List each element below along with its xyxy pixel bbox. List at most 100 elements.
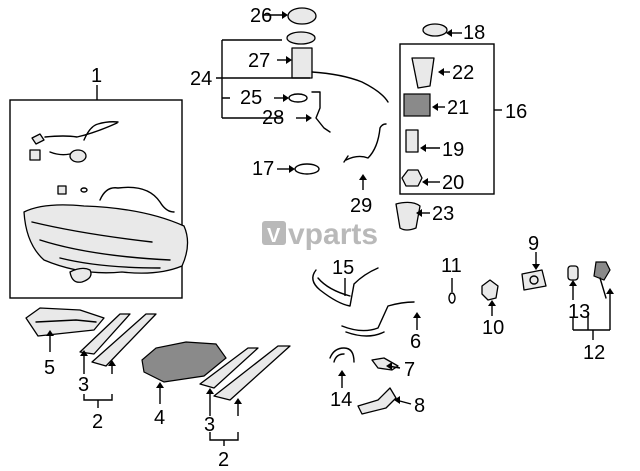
vent-valve-12-stem <box>599 277 607 299</box>
heat-shield-part-4 <box>141 341 227 383</box>
callout-9: 9 <box>528 233 539 255</box>
arrow-25 <box>283 94 289 102</box>
callout-16: 16 <box>505 101 527 123</box>
arrow-3b-1 <box>206 388 214 394</box>
callout-13: 13 <box>568 301 590 323</box>
arrow-4 <box>156 382 164 388</box>
vparts-brand-text: vparts <box>288 218 378 251</box>
hose-part <box>49 151 71 156</box>
callout-12: 12 <box>583 342 605 364</box>
o-ring-25 <box>288 93 308 103</box>
hose-14 <box>329 347 355 363</box>
callout-15: 15 <box>332 257 354 279</box>
bracket-22 <box>411 57 435 89</box>
grommet-10 <box>481 279 499 301</box>
clamp-part <box>57 185 67 195</box>
pump-hose <box>311 71 389 103</box>
vparts-logo-icon <box>262 221 286 245</box>
arrow-13 <box>569 280 577 286</box>
grommet-part <box>69 149 87 163</box>
arrow-23 <box>416 209 422 217</box>
arrow-26 <box>282 11 288 19</box>
filter-20 <box>401 169 423 187</box>
gasket-17 <box>294 163 320 175</box>
fuel-tank-body <box>23 204 189 274</box>
o-ring-11 <box>448 292 456 304</box>
check-valve-9-hole <box>529 275 539 285</box>
filler-pipe-15-b <box>317 277 351 297</box>
washer-part <box>80 187 88 193</box>
callout-19: 19 <box>442 139 464 161</box>
callout-3-right: 3 <box>204 414 215 436</box>
arrow-3a-1 <box>80 350 88 356</box>
filler-pipe-15 <box>312 267 379 307</box>
bracket-2a <box>83 394 113 408</box>
bracket-24 <box>216 39 282 119</box>
callout-28: 28 <box>262 107 284 129</box>
arrow-22 <box>438 68 444 76</box>
callout-29: 29 <box>350 195 372 217</box>
fuel-cap-part-26 <box>287 7 317 25</box>
callout-labels: 26 18 27 22 24 1 25 21 16 28 19 17 20 29… <box>44 5 605 471</box>
cap-part <box>29 149 41 161</box>
tank-strap-clip <box>69 267 92 283</box>
callout-21: 21 <box>447 97 469 119</box>
callout-5: 5 <box>44 357 55 379</box>
vent-tube-part <box>44 122 118 138</box>
arrow-7 <box>386 362 392 370</box>
bracket-2b <box>209 432 239 446</box>
heat-shield-5-rib <box>35 319 97 323</box>
callout-26: 26 <box>250 5 272 27</box>
tank-strap-right <box>199 345 291 401</box>
arrow-8 <box>394 396 400 404</box>
callout-11: 11 <box>441 255 462 277</box>
arrow-10 <box>488 300 496 306</box>
bracket-12 <box>572 290 611 340</box>
callout-2-left: 2 <box>92 411 103 433</box>
arrow-27 <box>286 56 292 64</box>
bracket-8 <box>357 387 397 415</box>
arrow-28 <box>306 114 312 122</box>
arrow-12 <box>606 288 614 294</box>
arrow-18 <box>446 29 452 37</box>
arrow-9 <box>532 264 540 270</box>
tank-strap-left <box>79 313 157 367</box>
arrow-3b-2 <box>234 398 242 404</box>
pump-module-21 <box>403 93 431 117</box>
arrow-14 <box>338 370 346 376</box>
arrow-17 <box>289 165 295 173</box>
vent-tube-29 <box>345 123 387 161</box>
vent-tube-part-2 <box>83 121 119 141</box>
heat-shield-part-5 <box>25 307 105 337</box>
filler-neck-6 <box>341 301 415 332</box>
pump-kit-frame <box>399 43 495 195</box>
pump-top-27 <box>286 31 316 45</box>
sender-wire-part <box>99 186 175 213</box>
callout-8: 8 <box>414 395 425 417</box>
callout-25: 25 <box>240 87 262 109</box>
callout-23: 23 <box>432 203 454 225</box>
callout-6: 6 <box>410 331 421 353</box>
callout-4: 4 <box>154 407 165 429</box>
arrow-21 <box>432 103 438 111</box>
callout-10: 10 <box>482 317 504 339</box>
callout-2-right: 2 <box>218 449 229 471</box>
clamp-7 <box>371 357 399 371</box>
arrow-20 <box>422 178 428 186</box>
sender-gauge-28 <box>311 91 331 133</box>
callout-17: 17 <box>252 158 274 180</box>
filter-cup-23 <box>395 201 421 231</box>
arrow-19 <box>420 144 426 152</box>
arrow-3a-2 <box>108 360 116 366</box>
vparts-logo-letter: V <box>267 225 281 247</box>
cap-18 <box>422 23 448 37</box>
callout-3-left: 3 <box>78 374 89 396</box>
fuel-pump-19 <box>405 129 419 153</box>
arrow-29 <box>359 174 367 180</box>
callout-20: 20 <box>442 172 464 194</box>
check-valve-9 <box>521 269 547 291</box>
callout-1: 1 <box>91 65 102 87</box>
filler-neck-6-b <box>345 331 385 337</box>
callout-22: 22 <box>452 62 474 84</box>
